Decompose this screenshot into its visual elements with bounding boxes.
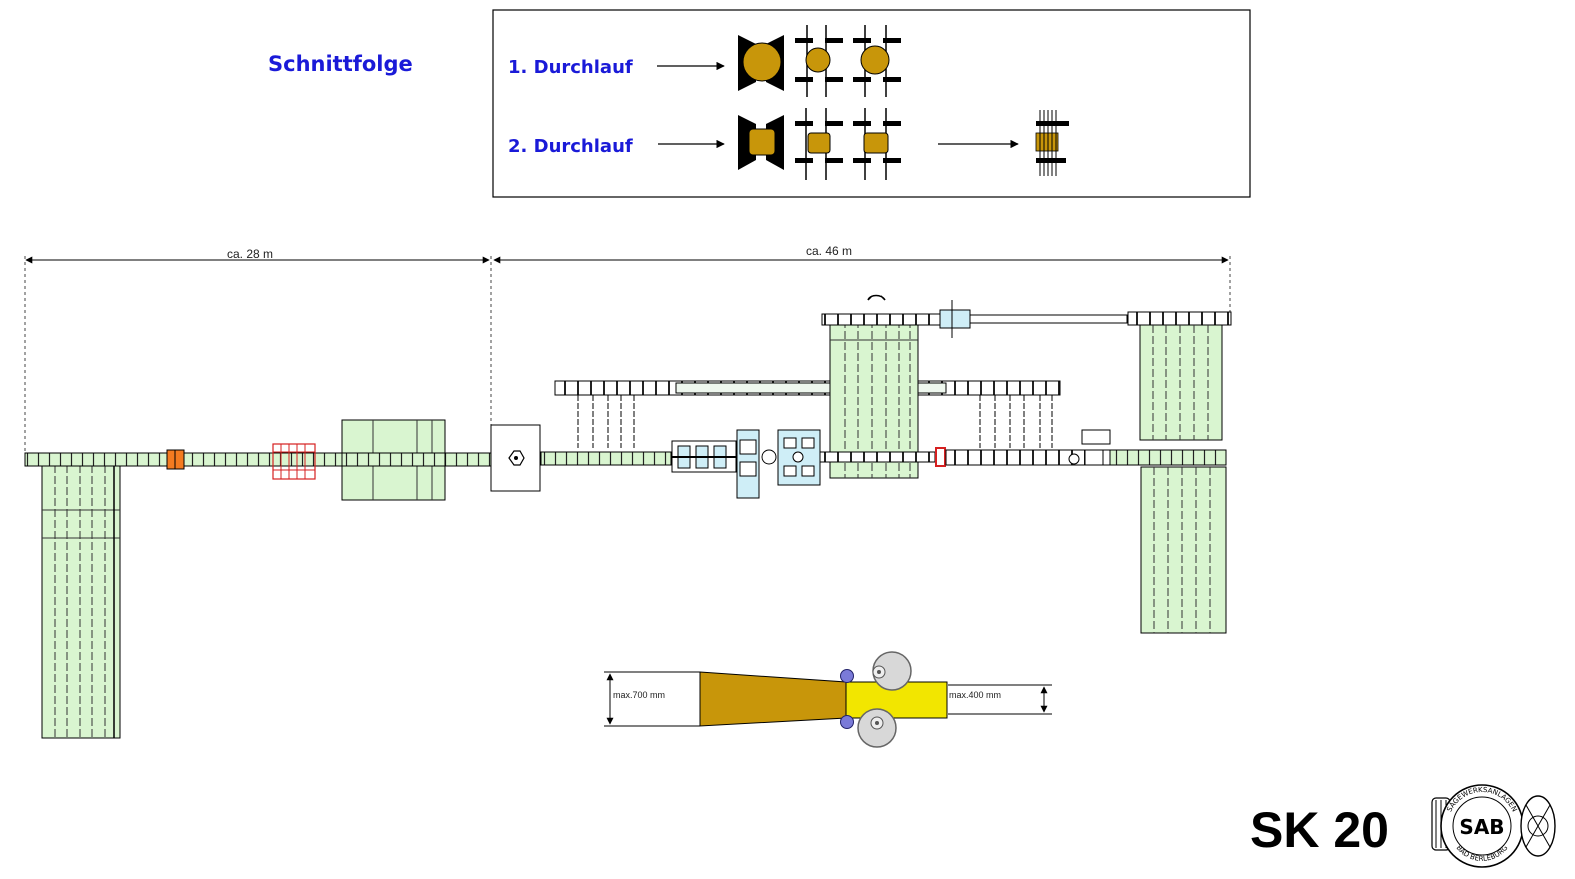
left-span-label: ca. 28 m <box>227 247 273 261</box>
pass-1-label: 1. Durchlauf <box>508 57 633 78</box>
left-cross-conveyor <box>41 464 121 739</box>
top-transfer-conveyor <box>821 294 1128 338</box>
upper-transverse-conveyor <box>554 380 1061 448</box>
right-span-label: ca. 46 m <box>806 244 852 258</box>
pass-2-chipper-stage <box>738 115 784 170</box>
resulting-boards-icon <box>1035 110 1069 176</box>
log-buffer-deck <box>341 419 446 501</box>
pass-1-saw-stage-1 <box>795 25 843 97</box>
right-lower-sorting-deck <box>1140 466 1227 634</box>
pass-2-label: 2. Durchlauf <box>508 136 633 157</box>
left-span-dimension: ca. 28 m <box>24 247 492 455</box>
model-name: SK 20 <box>1250 802 1389 858</box>
twin-saw-unit <box>777 429 821 486</box>
sab-logo: SÄGEWERKSANLAGEN BAD BERLEBURG SAB <box>1431 784 1556 868</box>
schnittfolge-title: Schnittfolge <box>268 52 413 76</box>
outlet-max-label: max.400 mm <box>949 690 1001 700</box>
cut-sequence-box: 1. Durchlauf 2. Durchlauf <box>492 9 1251 198</box>
red-log-scanner <box>272 443 316 480</box>
pass-2-saw-stage-1 <box>795 108 843 180</box>
chipper-canter <box>671 440 737 473</box>
saw-line-middle <box>819 451 936 463</box>
guide-roller-top <box>840 669 854 683</box>
red-stopper <box>935 447 946 467</box>
right-upper-sorting-deck <box>1127 311 1232 441</box>
pass-1-chipper-stage <box>738 35 784 91</box>
outfeed-roller-conveyor <box>1109 449 1227 466</box>
logo-initials: SAB <box>1459 815 1504 839</box>
profiler-unit <box>736 429 777 499</box>
saw-line-infeed <box>540 451 672 466</box>
saw-blade-top <box>872 651 912 691</box>
right-span-dimension: ca. 46 m <box>493 244 1231 312</box>
saw-blade-bottom <box>857 708 897 748</box>
inlet-max-label: max.700 mm <box>613 690 665 700</box>
trimmer-unit <box>1068 429 1111 466</box>
log-profile <box>699 671 847 727</box>
pass-1-saw-stage-2 <box>853 25 901 97</box>
log-turner <box>490 424 541 492</box>
pass-2-saw-stage-2 <box>853 108 901 180</box>
plant-layout <box>24 294 1232 739</box>
guide-roller-bottom <box>840 715 854 729</box>
log-profile-detail: max.700 mm max.400 mm <box>604 651 1052 748</box>
